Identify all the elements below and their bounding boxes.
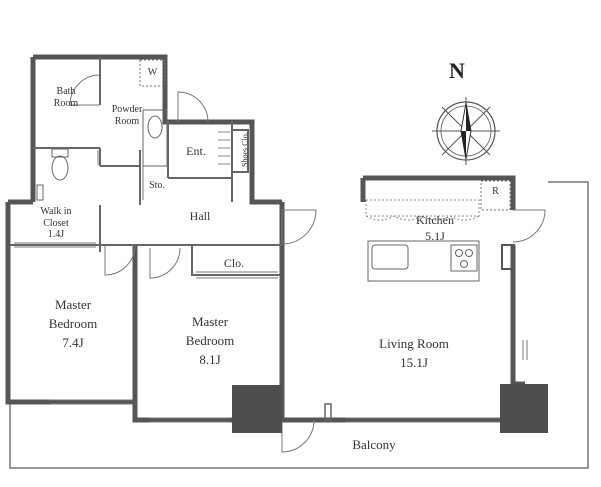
walk-in-line2: Closet	[43, 217, 69, 229]
balcony-label: Balcony	[352, 437, 396, 452]
fridge-label: R	[492, 186, 499, 197]
kitchen-size: 5.1J	[425, 228, 445, 243]
master-bedroom-2-label: Master Bedroom 8.1J	[175, 314, 245, 368]
master-bedroom-2-line1: Master	[191, 314, 229, 329]
entrance-label: Ent.	[186, 144, 206, 158]
shoe-shelves	[218, 131, 230, 165]
towel-rack	[36, 184, 44, 201]
toilet-icon	[51, 148, 69, 181]
closet-label: Clo.	[223, 256, 245, 270]
fridge-box	[480, 180, 511, 211]
walk-in-size: 1.4J	[47, 229, 65, 240]
master-bedroom-1-line2: Bedroom	[48, 315, 98, 331]
storage-label: Sto.	[149, 180, 165, 191]
compass-north-label: N	[449, 58, 465, 83]
washer-label: W	[147, 67, 158, 78]
compass-icon	[432, 97, 500, 165]
shoes-closet-label: Shoes Clo.	[240, 132, 250, 167]
partitions	[10, 57, 282, 276]
powder-room-line2: Room	[114, 115, 140, 127]
pillar	[500, 384, 548, 433]
master-bedroom-1-label: Master Bedroom 7.4J	[38, 297, 108, 351]
powder-room-label: Powder Room	[102, 104, 152, 127]
balcony-outline	[9, 181, 589, 469]
sink-icon	[147, 115, 163, 139]
hall-label: Hall	[189, 209, 211, 223]
pillar	[232, 385, 282, 433]
basin-counter	[142, 109, 168, 167]
walk-in-line1: Walk in	[40, 206, 72, 217]
living-room-line1: Living Room	[379, 336, 449, 351]
kitchen-cabinets	[365, 199, 480, 221]
living-room-size: 15.1J	[400, 354, 428, 370]
master-bedroom-2-line2: Bedroom	[185, 332, 235, 348]
door-swings	[69, 74, 546, 453]
balcony-post	[324, 403, 332, 421]
walk-in-closet-label: Walk in Closet 1.4J	[26, 206, 86, 241]
master-bedroom-1-line1: Master	[54, 297, 92, 312]
powder-room-line1: Powder	[111, 104, 143, 115]
master-bedroom-1-size: 7.4J	[62, 334, 84, 350]
bath-room-line1: Bath	[56, 86, 76, 97]
wall-notch	[501, 244, 515, 270]
sliding-doors	[14, 152, 528, 423]
washer-box	[139, 59, 166, 87]
kitchen-name: Kitchen	[416, 213, 454, 227]
kitchen-label: Kitchen 5.1J	[400, 213, 470, 244]
bath-room-line2: Room	[53, 97, 79, 109]
living-room-label: Living Room 15.1J	[366, 336, 462, 371]
bath-room-label: Bath Room	[44, 86, 88, 109]
master-bedroom-2-size: 8.1J	[199, 351, 221, 367]
kitchen-counter	[367, 240, 480, 282]
